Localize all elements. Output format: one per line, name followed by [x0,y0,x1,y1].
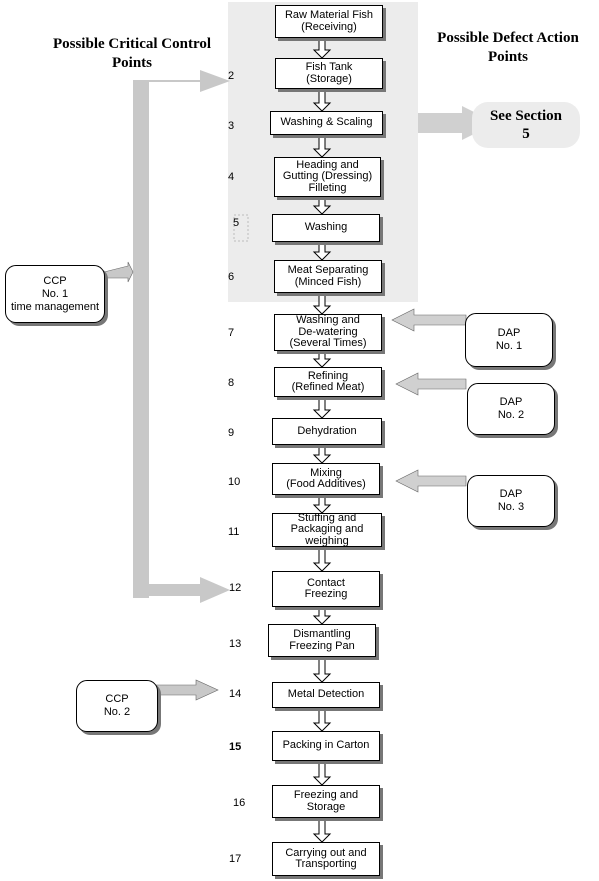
step-label: Mixing (Food Additives) [286,466,366,490]
dap2-arrow [395,372,467,396]
down-arrow [312,38,332,59]
step-label: Metal Detection [287,688,365,701]
down-arrow [312,547,332,572]
step-number: 9 [228,427,235,439]
step-number: 5 [233,217,240,229]
step-number: 3 [228,120,235,132]
down-arrow [312,818,332,843]
ccp1-bracket [133,80,149,598]
step-number: 14 [229,688,242,700]
ccp1-callout: CCP No. 1 time management [5,265,105,323]
step-label: Washing [304,221,348,234]
step-number: 13 [229,638,242,650]
step-box-7: Washing and De-watering (Several Times) [274,314,382,351]
down-arrow [312,657,332,683]
step-number: 15 [229,741,242,753]
down-arrow [312,761,332,786]
step-label: Dismantling Freezing Pan [289,628,355,652]
ccp-heading: Possible Critical Control Points [52,36,212,71]
dap1-callout: DAP No. 1 [465,313,553,367]
step-box-5: Washing [272,214,380,242]
step-box-3: Washing & Scaling [270,111,383,135]
step-box-9: Dehydration [272,418,382,445]
step-box-14: Metal Detection [272,682,380,708]
down-arrow [312,607,332,625]
step-box-6: Meat Separating (Minced Fish) [274,260,382,293]
step-label: Carrying out and Transporting [285,846,367,870]
dap1-arrow [391,308,467,332]
step-box-16: Freezing and Storage [272,785,380,818]
step-label: Heading and Gutting (Dressing) Filleting [282,158,373,194]
dap3-arrow [395,469,467,493]
down-arrow [312,293,332,315]
ccp1-arrow-step12 [133,577,230,603]
dap-heading: Possible Defect Action Points [437,30,579,65]
step-label: Fish Tank (Storage) [305,61,353,85]
step-box-15: Packing in Carton [272,731,380,761]
step-box-2: Fish Tank (Storage) [275,58,383,89]
ccp2-callout: CCP No. 2 [76,680,158,732]
step-box-17: Carrying out and Transporting [272,842,380,876]
step-number: 4 [228,171,235,183]
ccp2-arrow [154,679,219,701]
down-arrow [312,197,332,215]
step-box-4: Heading and Gutting (Dressing) Filleting [274,157,381,197]
step-number: 2 [228,70,235,82]
see-section-callout: See Section 5 [472,102,580,148]
step-label: Packing in Carton [282,739,370,752]
down-arrow [312,445,332,464]
step-label: Stuffing and Packaging and weighing [290,511,364,547]
step-box-13: Dismantling Freezing Pan [268,624,376,657]
down-arrow [312,351,332,368]
step-label: Refining (Refined Meat) [291,369,365,393]
step-box-12: Contact Freezing [272,571,380,607]
step-label: Dehydration [297,424,357,437]
step-box-8: Refining (Refined Meat) [274,367,382,397]
down-arrow [312,89,332,112]
down-arrow [312,397,332,419]
down-arrow [312,495,332,514]
ccp1-connector [103,261,134,283]
step-number: 16 [233,797,246,809]
step-box-1: Raw Material Fish (Receiving) [275,5,383,38]
step-label: Contact Freezing [304,576,348,600]
ccp1-arrow-step2 [133,70,230,96]
step-box-10: Mixing (Food Additives) [272,463,380,495]
step-label: Raw Material Fish (Receiving) [284,9,374,33]
step-number: 10 [228,476,241,488]
step-number: 8 [228,377,235,389]
down-arrow [312,135,332,158]
down-arrow [312,708,332,732]
step-number: 12 [229,582,242,594]
step-number: 17 [229,853,242,865]
step-label: Freezing and Storage [293,789,359,813]
step-label: Meat Separating (Minced Fish) [287,264,369,288]
step-box-11: Stuffing and Packaging and weighing [272,511,382,547]
dap2-callout: DAP No. 2 [467,383,555,435]
down-arrows [312,38,332,843]
step-label: Washing and De-watering (Several Times) [289,314,367,350]
step-number: 11 [228,526,240,538]
down-arrow [312,242,332,261]
step-label: Washing & Scaling [280,116,373,129]
step-number: 7 [228,327,235,339]
dap3-callout: DAP No. 3 [467,475,555,527]
step-number: 6 [228,271,235,283]
